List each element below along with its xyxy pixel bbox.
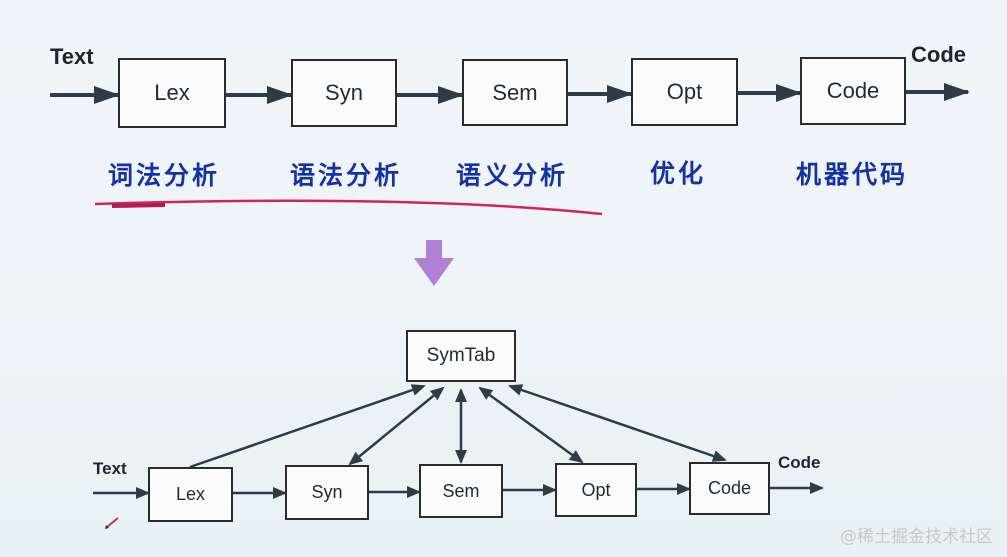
bottom-output-label: Code (778, 453, 821, 472)
caption-syn: 语法分析 (290, 161, 403, 190)
down-arrow-icon (414, 240, 454, 286)
pencil-cursor-icon (105, 517, 119, 529)
symtab-box: SymTab (406, 330, 516, 382)
top-box-lex: Lex (118, 58, 226, 128)
link-opt-symtab (478, 386, 584, 464)
top-box-opt: Opt (631, 58, 738, 126)
top-arrows (50, 83, 970, 104)
bottom-box-lex: Lex (148, 467, 233, 522)
caption-opt: 优化 (650, 159, 707, 188)
top-input-label: Text (50, 44, 94, 69)
bottom-box-opt: Opt (555, 463, 637, 517)
bottom-box-code: Code (689, 462, 770, 515)
red-underline (94, 199, 603, 216)
bottom-arrows (93, 482, 824, 499)
top-box-syn: Syn (291, 59, 397, 127)
caption-lex: 词法分析 (108, 161, 221, 190)
bottom-input-label: Text (93, 459, 127, 478)
top-box-code: Code (800, 57, 906, 125)
top-box-sem: Sem (462, 59, 568, 126)
watermark: @稀土掘金技术社区 (840, 527, 993, 547)
bottom-box-syn: Syn (285, 465, 369, 520)
link-syn-symtab (348, 386, 445, 466)
symtab-links (189, 384, 727, 469)
top-output-label: Code (911, 42, 966, 67)
caption-code: 机器代码 (796, 160, 909, 189)
link-code-symtab (508, 384, 727, 462)
bottom-box-sem: Sem (419, 464, 503, 518)
link-lex-symtab (189, 384, 426, 469)
caption-sem: 语义分析 (456, 161, 569, 190)
